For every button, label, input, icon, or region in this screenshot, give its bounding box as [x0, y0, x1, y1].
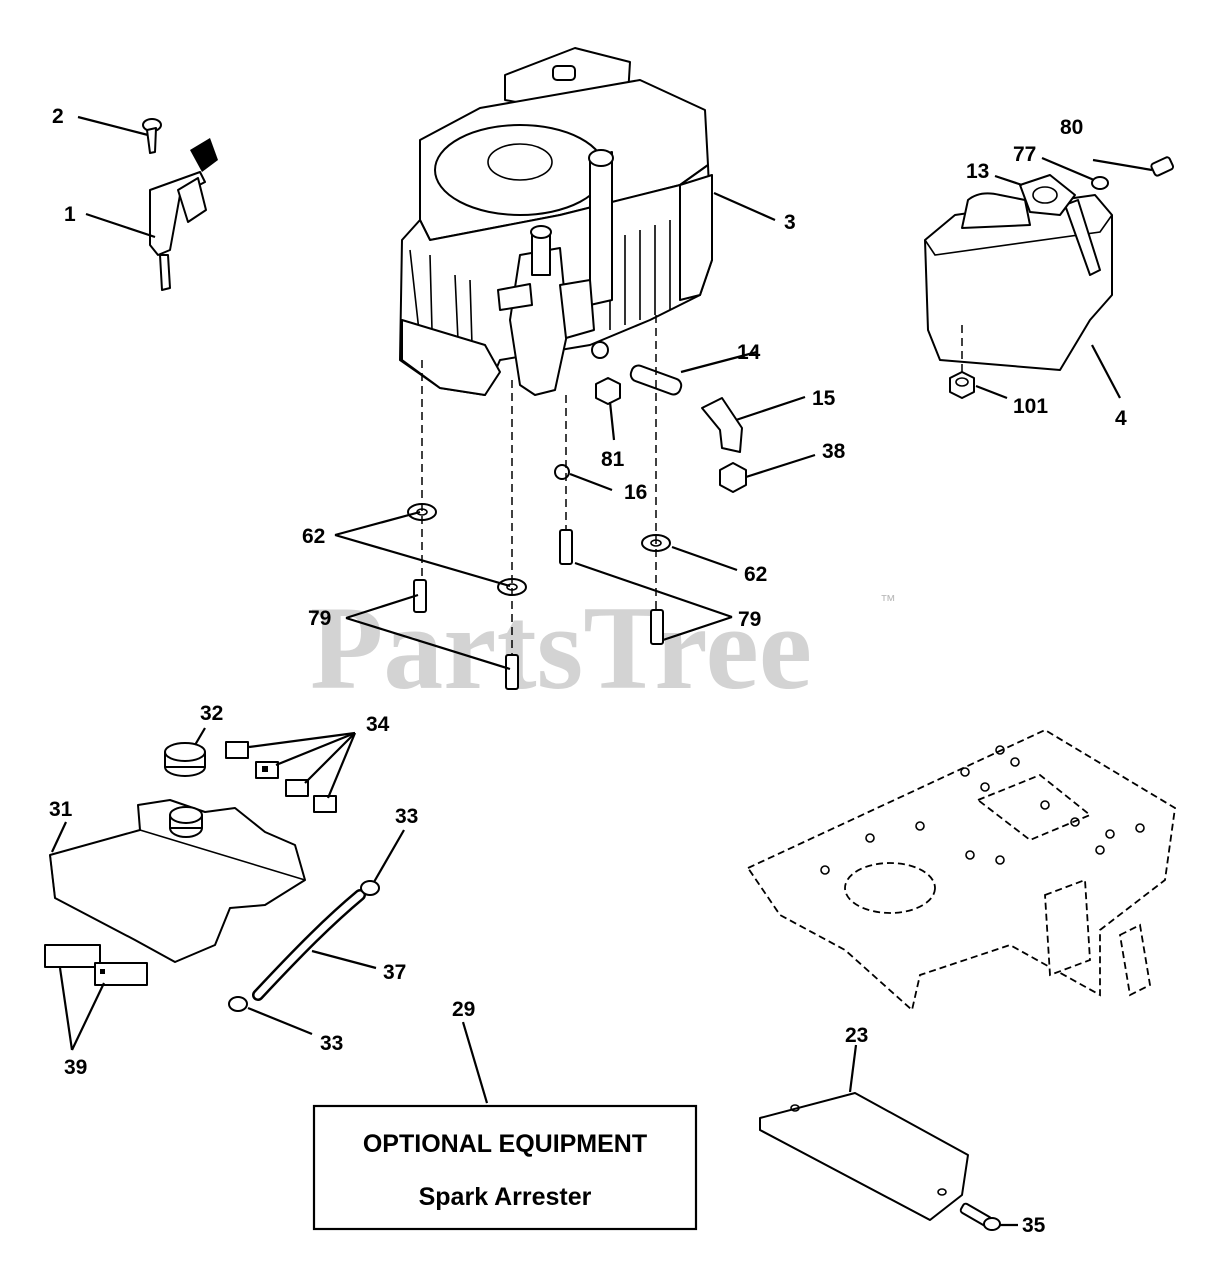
- callout-2: 2: [52, 105, 64, 128]
- callout-3: 3: [784, 211, 796, 234]
- callout-23: 23: [845, 1024, 868, 1047]
- elbow-part-15[interactable]: [701, 397, 743, 453]
- callout-80: 80: [1060, 116, 1083, 139]
- screw-part-35[interactable]: [959, 1202, 1001, 1231]
- lockwasher-part-16[interactable]: [554, 464, 570, 480]
- optional-equipment-box: OPTIONAL EQUIPMENT Spark Arrester: [312, 1104, 698, 1231]
- heat-shield-part-31[interactable]: [0, 799, 306, 963]
- callout-62-right: 62: [744, 563, 767, 586]
- cap-part-32[interactable]: [164, 742, 206, 777]
- optional-equipment-title: OPTIONAL EQUIPMENT: [363, 1130, 647, 1158]
- pad-part-39[interactable]: [44, 944, 148, 986]
- callout-15: 15: [812, 387, 836, 410]
- callout-34: 34: [366, 713, 390, 736]
- callout-62-left: 62: [302, 525, 325, 548]
- callout-37: 37: [383, 961, 406, 984]
- callout-79-left: 79: [308, 607, 331, 630]
- callout-77: 77: [1013, 143, 1036, 166]
- callout-14: 14: [737, 341, 761, 364]
- callout-labels: 2 1 3 80 77 13 4 101 14 15 38 81 16 62 6…: [49, 105, 1127, 1237]
- callout-1: 1: [64, 203, 76, 226]
- fitting-part-81[interactable]: [595, 377, 621, 405]
- engine-assembly[interactable]: [399, 47, 713, 396]
- nut-part-38[interactable]: [719, 462, 747, 493]
- callout-101: 101: [1013, 395, 1048, 418]
- throttle-control-bracket[interactable]: [149, 138, 218, 291]
- callout-32: 32: [200, 702, 223, 725]
- muffler[interactable]: [924, 192, 1113, 371]
- watermark-text: PartsTree: [310, 581, 812, 714]
- callout-38: 38: [822, 440, 846, 463]
- bolt-part-79-b[interactable]: [505, 654, 519, 690]
- optional-equipment-subtitle: Spark Arrester: [419, 1183, 592, 1211]
- leader-lines: [51, 115, 1153, 1227]
- callout-81: 81: [601, 448, 625, 471]
- washer-part-77[interactable]: [1091, 176, 1109, 190]
- screw-part-2[interactable]: [142, 118, 162, 154]
- watermark-trademark: ™: [880, 593, 896, 610]
- callout-79-right: 79: [738, 608, 761, 631]
- bolt-part-79-c[interactable]: [559, 529, 573, 565]
- callout-4: 4: [1115, 407, 1127, 430]
- callout-33-top: 33: [395, 805, 418, 828]
- clamp-part-33-b[interactable]: [228, 996, 248, 1012]
- callout-39: 39: [64, 1056, 87, 1079]
- callout-31: 31: [49, 798, 73, 821]
- alignment-lines: [421, 315, 963, 655]
- muffler-gasket[interactable]: [1019, 174, 1076, 216]
- callout-35: 35: [1022, 1214, 1046, 1237]
- callout-29: 29: [452, 998, 475, 1021]
- clamp-part-33-a[interactable]: [360, 880, 380, 896]
- bolt-part-79-d[interactable]: [650, 609, 664, 645]
- hose-part-37[interactable]: [252, 889, 366, 1001]
- callout-33-bottom: 33: [320, 1032, 343, 1055]
- pad-part-34[interactable]: [225, 741, 337, 813]
- knob-part-31[interactable]: [169, 806, 203, 838]
- nut-part-101[interactable]: [949, 371, 975, 399]
- spark-arrester-shield-part-23[interactable]: [759, 1092, 969, 1221]
- mower-frame-reference: [746, 728, 1176, 1012]
- callout-13: 13: [966, 160, 989, 183]
- callout-16: 16: [624, 481, 647, 504]
- screw-part-80[interactable]: [1150, 156, 1175, 177]
